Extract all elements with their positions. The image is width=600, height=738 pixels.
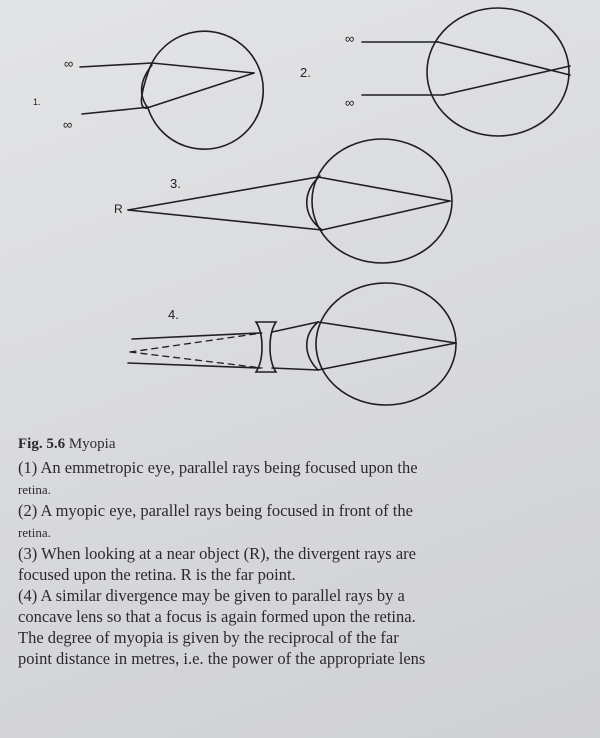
eyeball-outline [315,282,457,406]
ray-upper [127,176,319,211]
ray-upper-refracted [437,41,571,76]
diagram-2-number: 2. [300,65,311,80]
ray-lower [127,209,323,231]
ray-upper-refracted [151,62,255,74]
ray-upper-refracted [317,321,457,344]
diagram-emmetropic-eye [79,30,264,150]
ray-lower [81,106,151,115]
ray-upper-after-lens [271,321,319,333]
ray-upper [131,332,261,340]
ray-diagrams [79,7,571,406]
ray-upper-refracted [317,176,451,202]
caption-line: The degree of myopia is given by the rec… [18,628,399,647]
eyeball-outline [426,7,570,137]
caption-line: concave lens so that a focus is again fo… [18,607,416,626]
diagram-near-object [127,138,453,264]
caption-item-3: (3) When looking at a near object (R), t… [18,543,598,585]
figure-title: Myopia [68,436,116,452]
ray-lower-refracted [321,200,451,231]
caption-line: (3) When looking at a near object (R), t… [18,544,416,563]
caption-title: Fig. 5.6 Myopia [18,434,598,455]
infinity-symbol: ∞ [64,56,74,71]
caption-line: retina. [18,525,51,540]
diagram-4-number: 4. [168,307,179,322]
ray-lower [127,362,261,369]
caption-line: retina. [18,482,51,497]
caption-line: focused upon the retina. R is the far po… [18,565,296,584]
ray-lower-refracted [442,65,571,96]
cornea-curve [306,175,323,231]
eyeball-outline [311,138,453,264]
virtual-ray-lower [129,351,263,369]
ray-lower-after-lens [271,367,319,371]
caption-item-1: (1) An emmetropic eye, parallel rays bei… [18,457,598,500]
caption-line: point distance in metres, i.e. the power… [18,649,426,668]
infinity-symbol: ∞ [63,117,73,132]
infinity-symbol: ∞ [345,31,355,46]
caption-line: (2) A myopic eye, parallel rays being fo… [18,501,413,520]
ray-upper [79,62,153,68]
virtual-ray-upper [129,332,263,353]
figure-caption: Fig. 5.6 Myopia (1) An emmetropic eye, p… [18,434,598,669]
ray-lower-refracted [317,342,457,371]
diagram-myopic-eye [361,7,571,137]
diagram-1-number: 1. [33,97,41,107]
infinity-symbol: ∞ [345,95,355,110]
caption-item-2: (2) A myopic eye, parallel rays being fo… [18,500,598,543]
figure-number: Fig. 5.6 [18,436,66,452]
cornea-curve [140,64,153,109]
ray-lower-refracted [149,72,255,108]
far-point-label: R [114,202,123,216]
concave-lens [254,321,278,373]
caption-line: (1) An emmetropic eye, parallel rays bei… [18,458,418,477]
caption-item-4: (4) A similar divergence may be given to… [18,585,598,669]
caption-line: (4) A similar divergence may be given to… [18,586,405,605]
myopia-figure: 1. 2. 3. 4. R ∞ ∞ ∞ ∞ [33,7,571,406]
cornea-curve [305,321,319,371]
diagram-concave-lens [127,282,457,406]
diagram-3-number: 3. [170,176,181,191]
